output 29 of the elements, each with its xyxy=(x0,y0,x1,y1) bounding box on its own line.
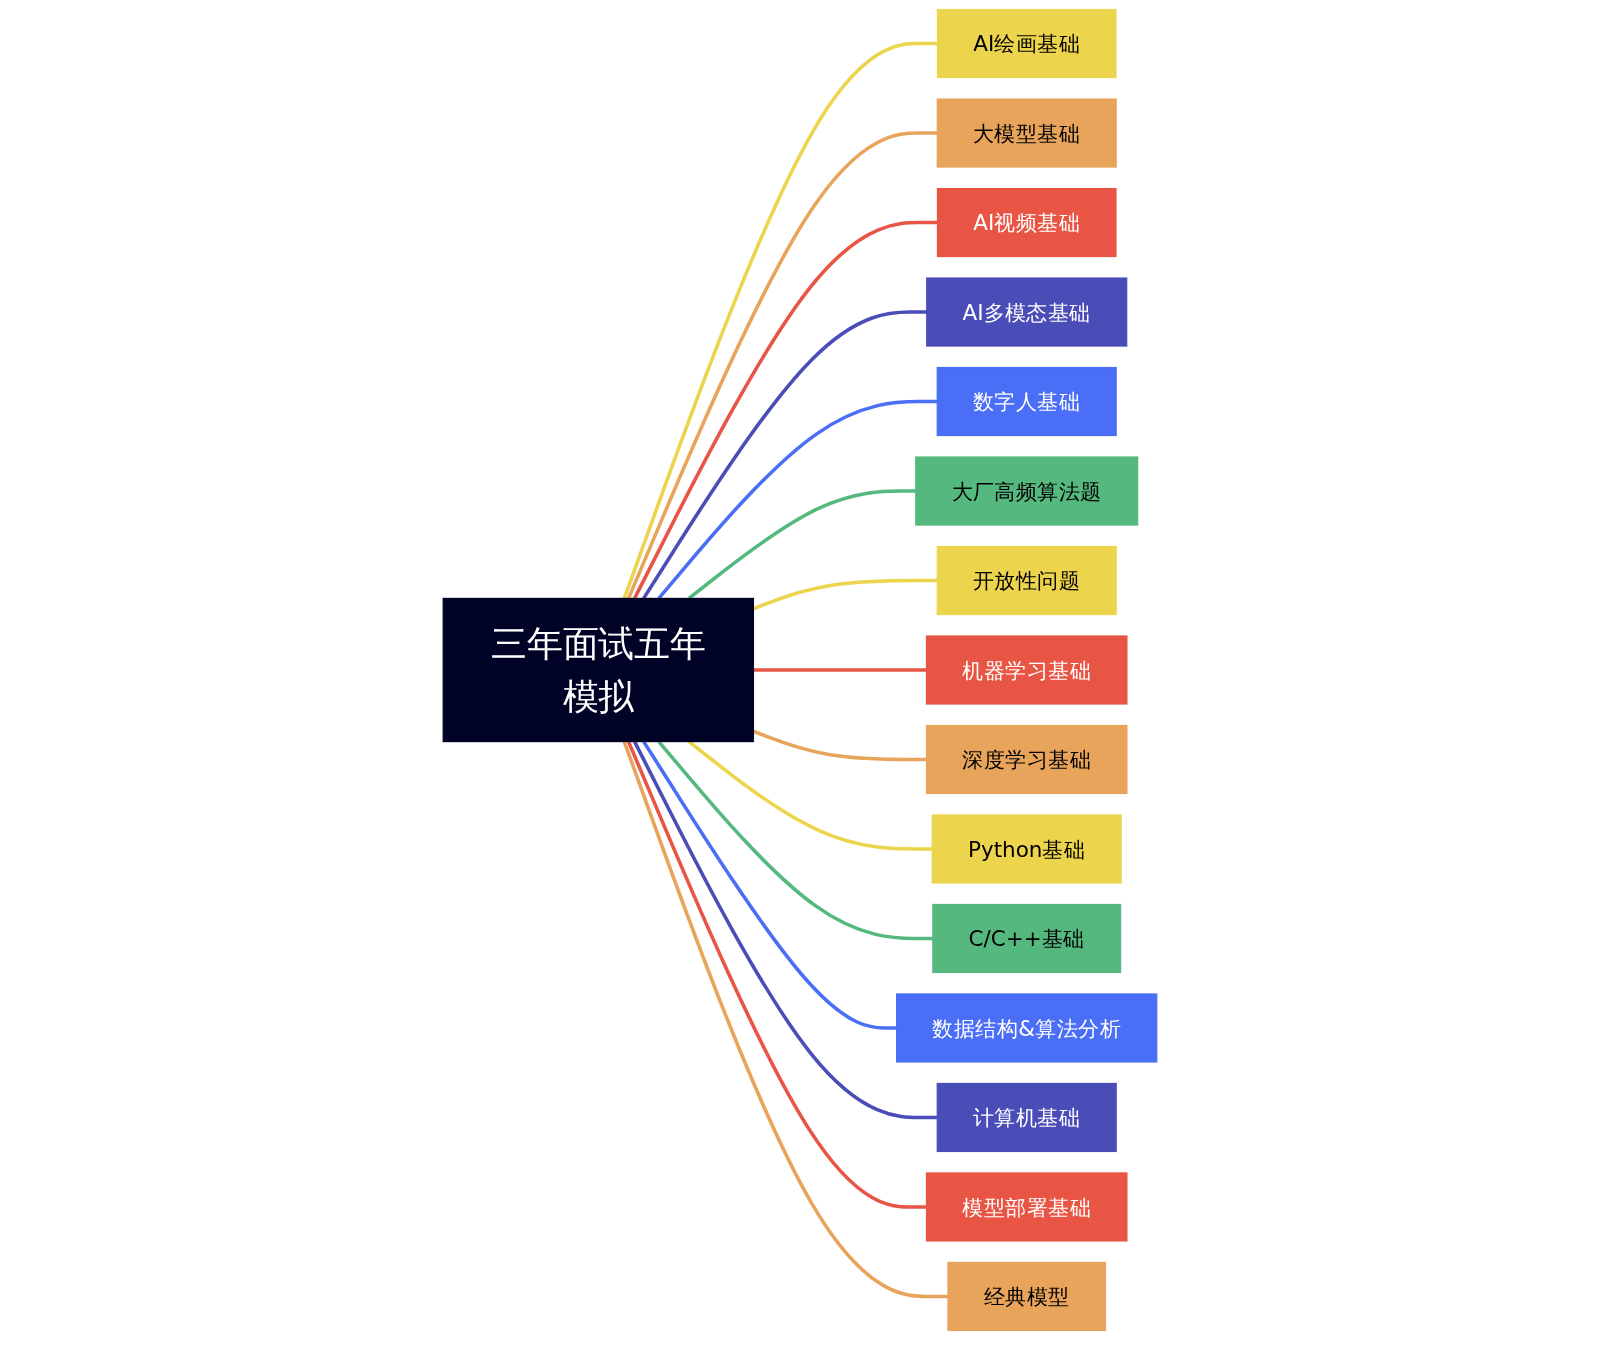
connector xyxy=(657,399,938,600)
node-box: AI多模态基础 xyxy=(926,277,1128,347)
node-box: 大模型基础 xyxy=(936,98,1117,168)
connector xyxy=(753,668,927,672)
connector xyxy=(626,740,927,1209)
node-box: C/C++基础 xyxy=(932,903,1122,974)
node-box: 大厂高频算法题 xyxy=(915,456,1139,526)
node-box: 开放性问题 xyxy=(936,545,1117,616)
connector xyxy=(633,220,938,600)
connector xyxy=(687,740,933,851)
node-box: 模型部署基础 xyxy=(925,1172,1128,1242)
node-box: 深度学习基础 xyxy=(925,724,1128,795)
node-box: 经典模型 xyxy=(947,1261,1107,1332)
node-box: 数据结构&算法分析 xyxy=(896,993,1158,1063)
connector xyxy=(657,740,933,941)
connector xyxy=(622,41,938,599)
node-box: AI视频基础 xyxy=(936,187,1117,258)
node-box: AI绘画基础 xyxy=(936,8,1117,79)
connector xyxy=(633,740,938,1120)
node-box: 三年面试五年模拟 xyxy=(442,597,755,743)
connector xyxy=(687,489,916,600)
node-box: 机器学习基础 xyxy=(925,635,1128,705)
node-box: Python基础 xyxy=(931,814,1122,884)
connector xyxy=(642,740,897,1030)
node-box: 计算机基础 xyxy=(936,1082,1117,1153)
connector xyxy=(642,310,927,600)
node-box: 数字人基础 xyxy=(936,366,1117,437)
connector xyxy=(622,741,948,1299)
connector xyxy=(626,131,938,600)
